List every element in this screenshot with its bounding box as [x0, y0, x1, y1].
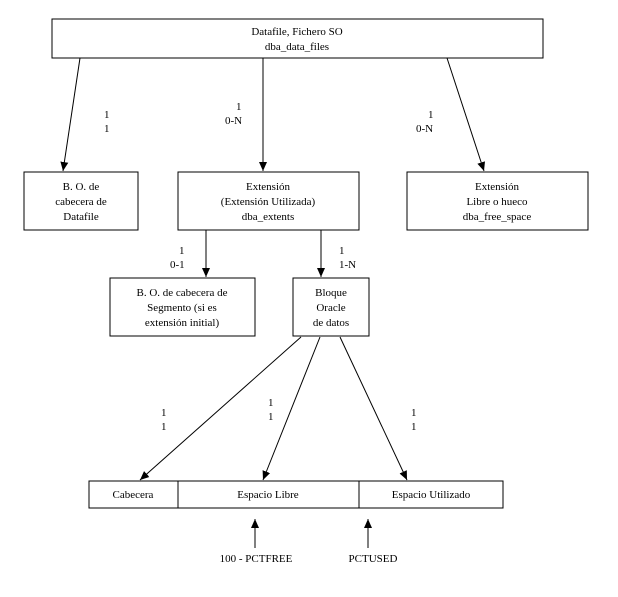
bo-datafile-line3: Datafile — [63, 211, 99, 223]
card-df-ext-bottom: 0-N — [225, 115, 242, 127]
card-df-bo-bottom: 1 — [104, 123, 110, 135]
bloque-line2: Oracle — [316, 302, 345, 314]
bo-datafile-box: B. O. de cabecera de Datafile — [23, 171, 139, 231]
espacio-libre-cell: Espacio Libre — [237, 489, 299, 501]
card-ext-seg-bottom: 0-1 — [170, 259, 185, 271]
arrow-datafile-libre — [446, 57, 486, 172]
datafile-box: Datafile, Fichero SO dba_data_files — [51, 18, 544, 59]
bo-segmento-line3: extensión initial) — [145, 317, 220, 329]
bloque-line3: de datos — [313, 317, 349, 329]
arrow-bloque-libre — [262, 336, 321, 481]
card-df-free-bottom: 0-N — [416, 123, 433, 135]
card-blk-lib-bottom: 1 — [268, 411, 274, 423]
card-blk-lib-top: 1 — [268, 397, 274, 409]
extension-line2: (Extensión Utilizada) — [221, 196, 316, 208]
espacio-utilizado-cell: Espacio Utilizado — [392, 489, 471, 501]
bo-segmento-box: B. O. de cabecera de Segmento (si es ext… — [109, 277, 256, 337]
datafile-title: Datafile, Fichero SO — [251, 26, 342, 38]
bloque-box: Bloque Oracle de datos — [292, 277, 370, 337]
extension-line1: Extensión — [246, 181, 290, 193]
card-blk-cab-top: 1 — [161, 407, 167, 419]
bo-datafile-line1: B. O. de — [63, 181, 100, 193]
extension-box: Extensión (Extensión Utilizada) dba_exte… — [177, 171, 360, 231]
card-ext-blk-top: 1 — [339, 245, 345, 257]
block-layout-bar: Cabecera Espacio Libre Espacio Utilizado — [88, 480, 504, 509]
extension-libre-line2: Libre o hueco — [466, 196, 528, 208]
bo-datafile-line2: cabecera de — [55, 196, 107, 208]
card-ext-seg-top: 1 — [179, 245, 185, 257]
card-blk-uti-bottom: 1 — [411, 421, 417, 433]
cabecera-cell: Cabecera — [113, 489, 154, 501]
card-ext-blk-bottom: 1-N — [339, 259, 356, 271]
extension-libre-box: Extensión Libre o hueco dba_free_space — [406, 171, 589, 231]
card-df-bo-top: 1 — [104, 109, 110, 121]
extension-libre-line1: Extensión — [475, 181, 519, 193]
card-blk-uti-top: 1 — [411, 407, 417, 419]
arrow-bloque-cabecera — [139, 336, 302, 481]
arrow-datafile-bo — [60, 57, 81, 172]
bo-segmento-line1: B. O. de cabecera de — [136, 287, 227, 299]
datafile-view: dba_data_files — [265, 41, 329, 53]
extension-libre-view: dba_free_space — [463, 211, 532, 223]
card-df-free-top: 1 — [428, 109, 434, 121]
bloque-line1: Bloque — [315, 287, 347, 299]
extension-view: dba_extents — [242, 211, 295, 223]
pctfree-label: 100 - PCTFREE — [220, 553, 293, 565]
arrow-bloque-utilizado — [339, 336, 408, 481]
card-blk-cab-bottom: 1 — [161, 421, 167, 433]
pctused-label: PCTUSED — [349, 553, 398, 565]
card-df-ext-top: 1 — [236, 101, 242, 113]
bo-segmento-line2: Segmento (si es — [147, 302, 217, 314]
